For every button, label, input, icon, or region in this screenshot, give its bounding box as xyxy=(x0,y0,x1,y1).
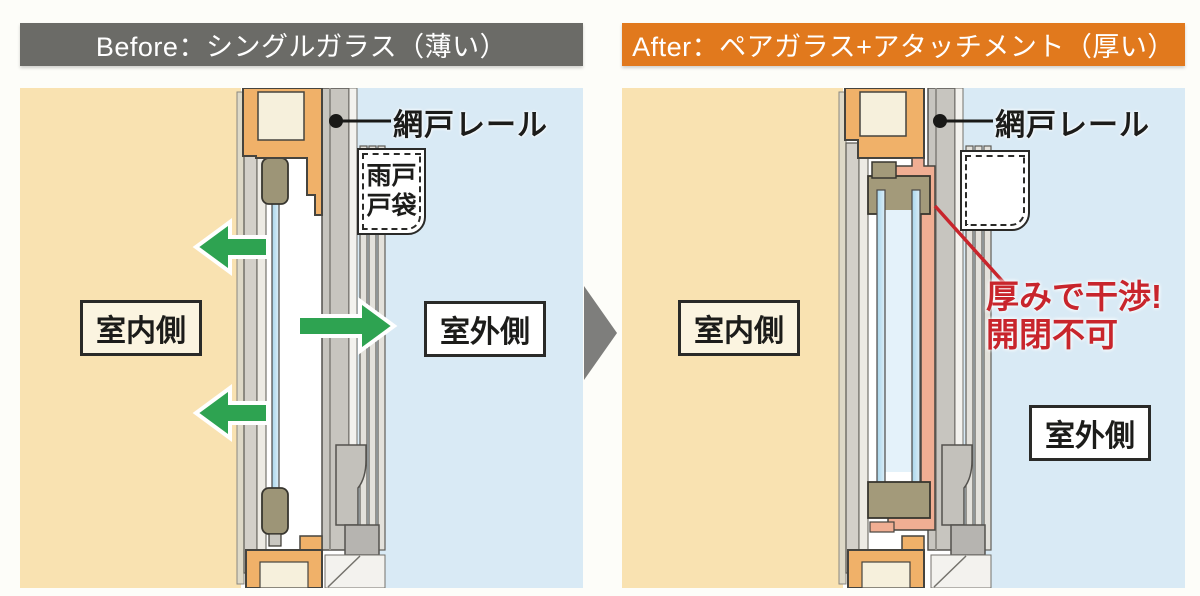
wood-head-frame xyxy=(844,88,925,159)
shutter-pocket-line1: 雨戸 xyxy=(366,162,417,190)
leader-dot-icon xyxy=(329,114,391,128)
holder-hardware xyxy=(871,161,897,179)
warning-line1: 厚みで干渉! xyxy=(986,278,1162,315)
indoor-label: 室内側 xyxy=(678,300,800,356)
lower-rail-hardware xyxy=(930,444,992,588)
outdoor-label: 室外側 xyxy=(1029,405,1151,461)
shutter-pocket-text: 雨戸 戸袋 xyxy=(362,153,421,230)
indoor-label: 室内側 xyxy=(80,300,202,356)
interference-warning: 厚みで干渉! 開閉不可 xyxy=(986,278,1162,354)
single-glass-pane xyxy=(271,191,280,503)
sash-rails xyxy=(845,142,869,574)
outdoor-label: 室外側 xyxy=(424,301,546,357)
transition-arrow-icon xyxy=(584,286,617,380)
wall-edge xyxy=(838,91,847,585)
arrow-left-icon xyxy=(192,384,270,442)
wood-head-frame xyxy=(242,88,323,216)
shutter-pocket-outline xyxy=(960,150,1030,231)
screen-rail-label: 網戸レール xyxy=(393,109,548,142)
after-header: After：ペアガラス+アタッチメント（厚い） xyxy=(622,23,1185,66)
leader-dot-icon xyxy=(933,114,993,128)
pair-glass-holder-bottom xyxy=(867,481,931,519)
warning-line2: 開閉不可 xyxy=(986,315,1118,353)
screen-rail-label: 網戸レール xyxy=(995,109,1150,142)
before-figure: 網戸レール 雨戸 戸袋 室内側 室外側 xyxy=(20,88,583,588)
wood-sill xyxy=(847,535,925,588)
arrow-left-icon xyxy=(192,218,270,276)
lower-rail-hardware xyxy=(324,444,386,588)
pair-glass-pane-outer xyxy=(911,189,921,489)
shutter-pocket-label: 雨戸 戸袋 xyxy=(357,148,426,235)
before-header: Before：シングルガラス（薄い） xyxy=(20,23,583,66)
attachment-bottom xyxy=(869,521,895,533)
arrow-right-icon xyxy=(296,297,398,355)
shutter-pocket-empty xyxy=(965,155,1025,226)
glass-cavity xyxy=(885,210,912,472)
pair-glass-pane-inner xyxy=(876,189,886,489)
glass-holder-bottom xyxy=(261,487,289,547)
after-figure: 網戸レール 室内側 室外側 厚みで干渉! 開閉不可 xyxy=(622,88,1185,588)
wood-sill xyxy=(245,535,323,588)
shutter-rails xyxy=(965,145,992,551)
wall-edge xyxy=(236,91,245,585)
warning-leader-line xyxy=(933,204,1007,286)
slide-arrows xyxy=(192,218,398,442)
shutter-pocket-line2: 戸袋 xyxy=(366,191,417,220)
